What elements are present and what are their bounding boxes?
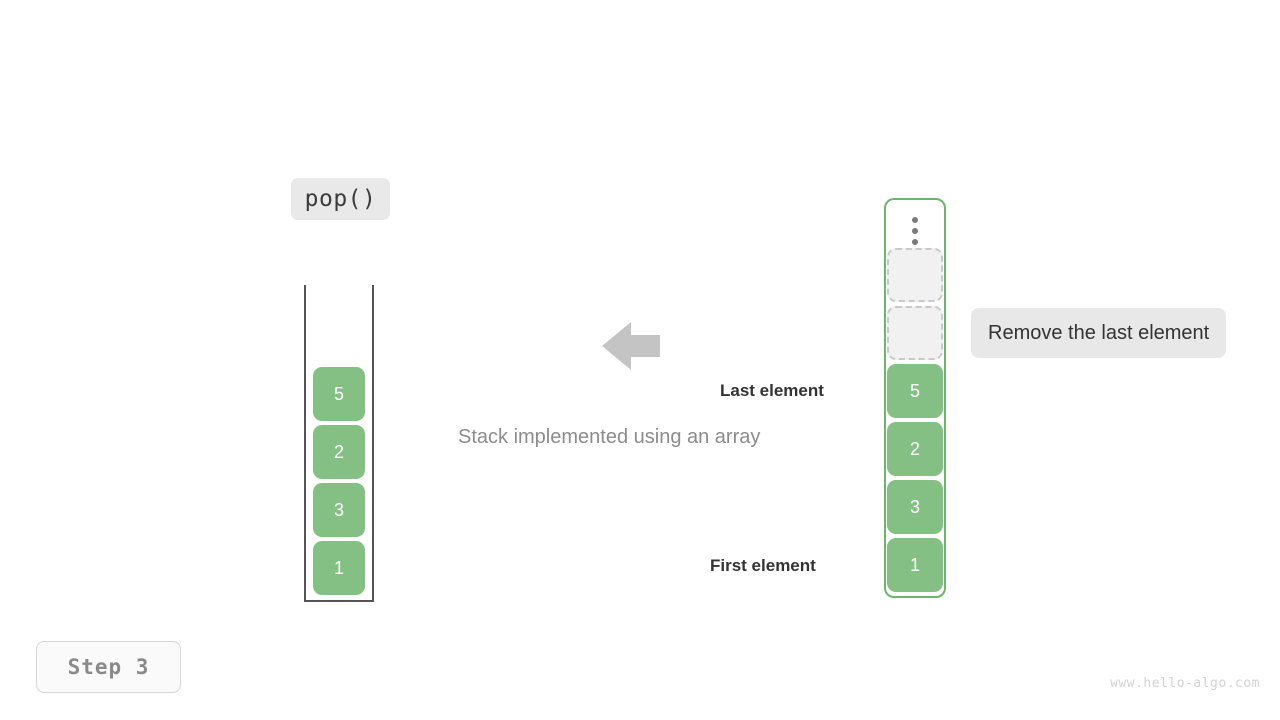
- watermark: www.hello-algo.com: [1110, 676, 1260, 691]
- array-container: 5 2 3 1: [884, 198, 946, 598]
- array-cell-empty: [887, 248, 943, 302]
- annotation-first-element: First element: [710, 556, 816, 575]
- stack-container: 5 2 3 1: [304, 285, 374, 602]
- operation-chip-pop: pop(): [291, 178, 390, 220]
- stack-wall-left: [304, 285, 306, 602]
- stack-cell: 2: [313, 425, 365, 479]
- note-chip-remove-last-element: Remove the last element: [971, 308, 1227, 358]
- annotation-last-element: Last element: [720, 381, 824, 400]
- array-cell: 5: [887, 364, 943, 418]
- array-cell: 1: [887, 538, 943, 592]
- subtitle-caption: Stack implemented using an array: [458, 426, 761, 448]
- left-arrow-icon: [602, 320, 660, 372]
- array-cell: 2: [887, 422, 943, 476]
- stack-cell-list: 5 2 3 1: [313, 367, 365, 595]
- vertical-ellipsis-icon: [886, 213, 944, 249]
- array-cell-empty: [887, 306, 943, 360]
- array-cell: 3: [887, 480, 943, 534]
- array-cell-list: 5 2 3 1: [887, 248, 943, 592]
- stack-floor: [304, 600, 374, 602]
- step-badge: Step 3: [36, 641, 181, 693]
- stack-cell: 5: [313, 367, 365, 421]
- stack-cell: 1: [313, 541, 365, 595]
- stack-wall-right: [372, 285, 374, 602]
- stack-cell: 3: [313, 483, 365, 537]
